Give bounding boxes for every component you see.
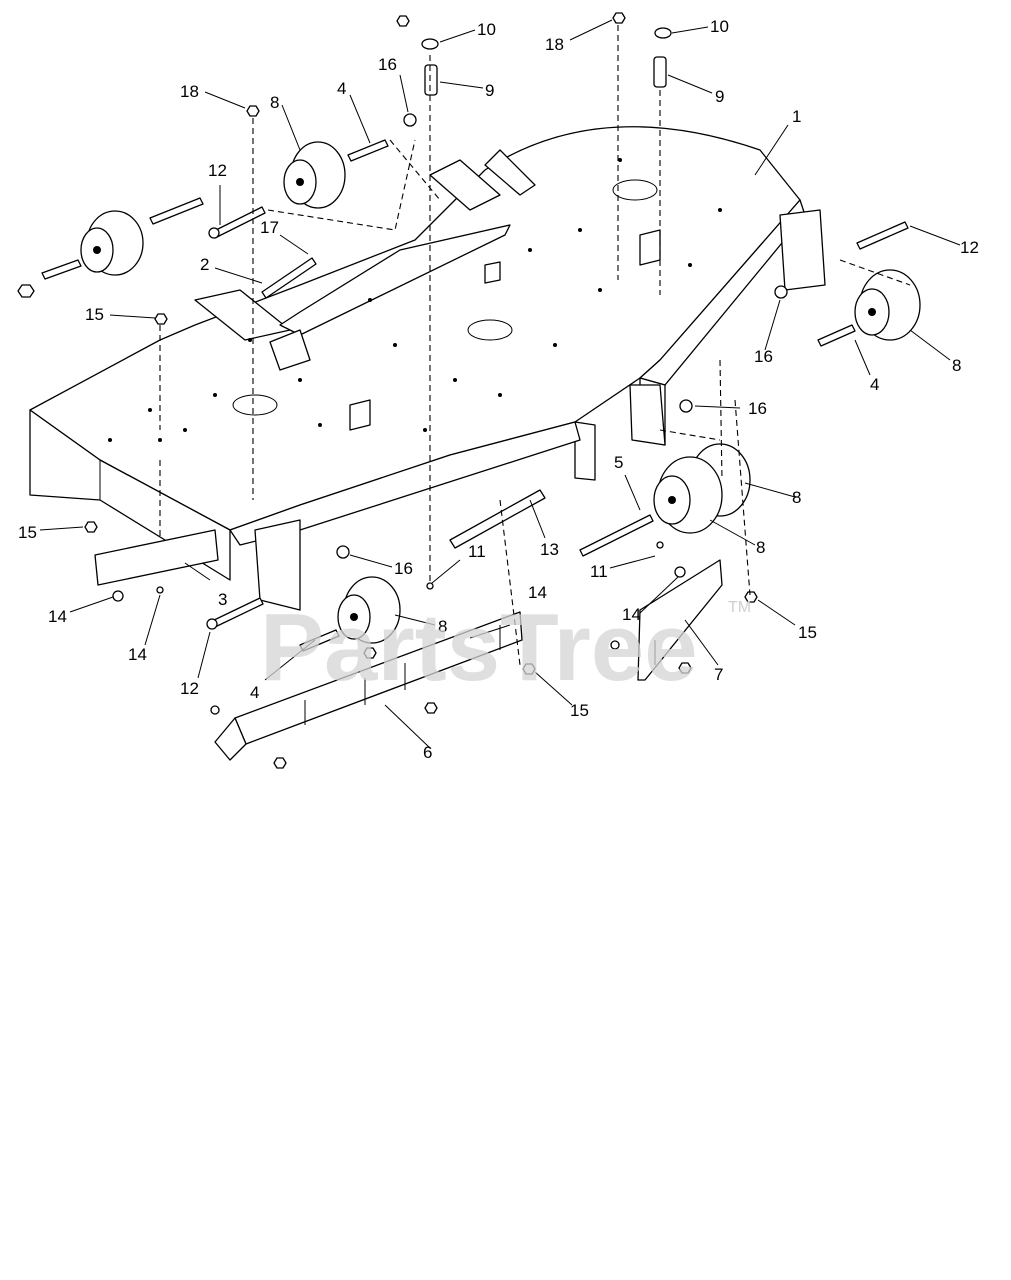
callout-15: 15: [798, 623, 817, 642]
callout-16: 16: [394, 559, 413, 578]
callout-15: 15: [85, 305, 104, 324]
callout-14: 14: [528, 583, 547, 602]
callout-2: 2: [200, 255, 209, 274]
callout-8: 8: [792, 488, 801, 507]
callout-8: 8: [756, 538, 765, 557]
callout-15: 15: [18, 523, 37, 542]
callout-4: 4: [870, 375, 879, 394]
callout-12: 12: [208, 161, 227, 180]
callout-10: 10: [710, 17, 729, 36]
callout-12: 12: [960, 238, 979, 257]
callout-11: 11: [468, 542, 486, 561]
callout-3: 3: [218, 590, 227, 609]
callout-4: 4: [250, 683, 259, 702]
callout-12: 12: [180, 679, 199, 698]
callout-18: 18: [180, 82, 199, 101]
callout-11: 11: [590, 562, 608, 581]
callout-9: 9: [715, 87, 724, 106]
callout-13: 13: [540, 540, 559, 559]
partstree-watermark: PartsTree TM: [260, 594, 751, 701]
callout-14: 14: [128, 645, 147, 664]
callout-5: 5: [614, 453, 623, 472]
hardware: [17, 12, 909, 769]
callout-8: 8: [270, 93, 279, 112]
svg-text:TM: TM: [728, 599, 751, 616]
callout-16: 16: [754, 347, 773, 366]
callout-15: 15: [570, 701, 589, 720]
callout-6: 6: [423, 743, 432, 762]
callout-4: 4: [337, 79, 346, 98]
anti-scalp-wheels: [80, 141, 921, 644]
callout-16: 16: [748, 399, 767, 418]
callout-10: 10: [477, 20, 496, 39]
callout-16: 16: [378, 55, 397, 74]
callout-8: 8: [952, 356, 961, 375]
callout-8: 8: [438, 617, 447, 636]
callout-numbers: 1 2 3 4 4 4 5 6 7 8 8 8 8 8 9 9 10 10 11…: [18, 17, 979, 762]
callout-9: 9: [485, 81, 494, 100]
callout-14: 14: [48, 607, 67, 626]
callout-17: 17: [260, 218, 279, 237]
assembly-lines: [159, 25, 911, 666]
callout-18: 18: [545, 35, 564, 54]
baffles: [214, 559, 723, 761]
callout-7: 7: [714, 665, 723, 684]
leader-lines: [39, 19, 961, 749]
callout-1: 1: [792, 107, 801, 126]
callout-14: 14: [622, 605, 641, 624]
svg-text:PartsTree: PartsTree: [260, 594, 698, 701]
deck-housing: [29, 126, 826, 611]
